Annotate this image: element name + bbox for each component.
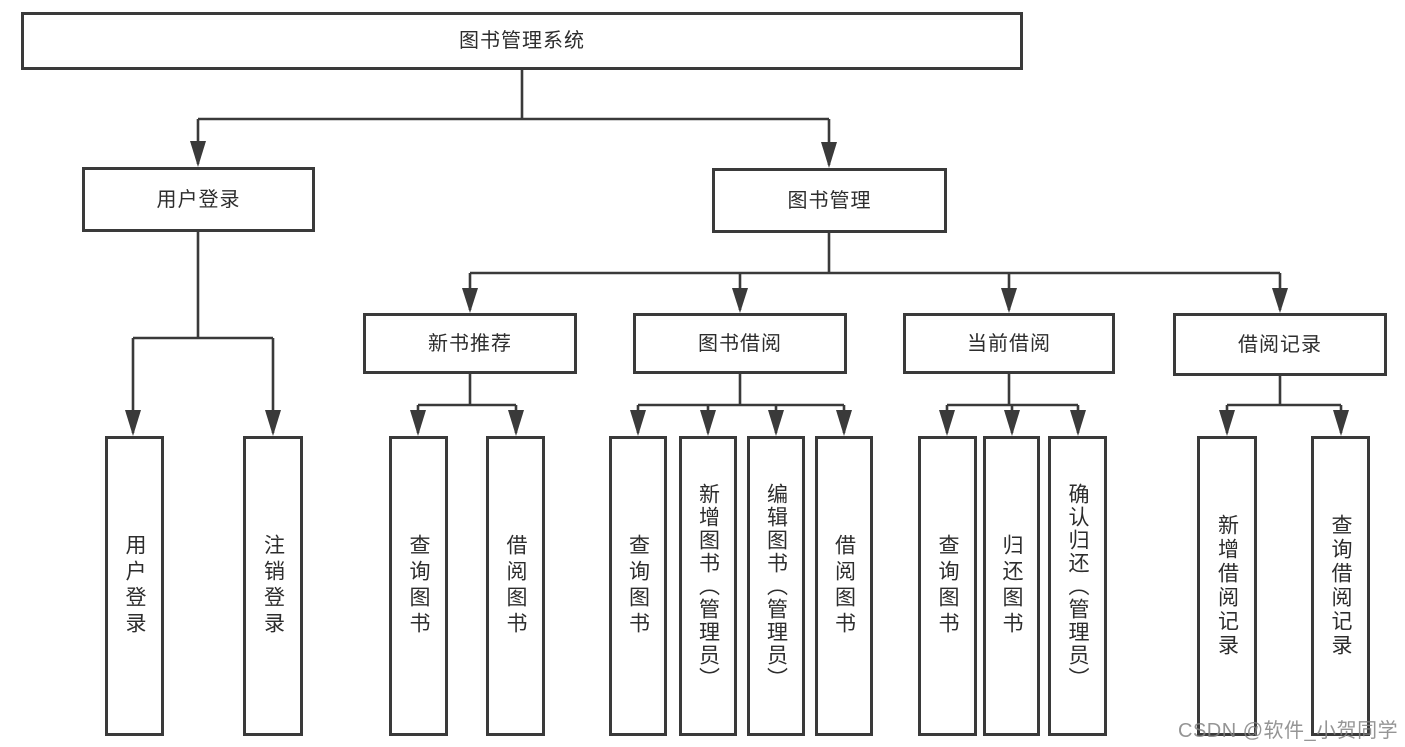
leaf-borrow-books-1: 借阅图书 [486,436,545,736]
node-book-management-branch: 图书管理 [712,168,947,233]
csdn-watermark: CSDN @软件_小贺同学 [1178,720,1399,742]
node-borrowing-records: 借阅记录 [1173,313,1387,376]
leaf-confirm-return-admin: 确认归还（管理员） [1048,436,1107,736]
node-new-book-recommendation: 新书推荐 [363,313,577,374]
leaf-user-login: 用户登录 [105,436,164,736]
leaf-edit-books-admin: 编辑图书（管理员） [747,436,805,736]
node-current-borrowing: 当前借阅 [903,313,1115,374]
node-library-management-system: 图书管理系统 [21,12,1023,70]
node-user-login-branch: 用户登录 [82,167,315,232]
node-book-borrowing: 图书借阅 [633,313,847,374]
leaf-add-borrowing-record: 新增借阅记录 [1197,436,1257,736]
leaf-add-books-admin: 新增图书（管理员） [679,436,737,736]
leaf-query-books-3: 查询图书 [918,436,977,736]
leaf-query-books-2: 查询图书 [609,436,667,736]
leaf-borrow-books-2: 借阅图书 [815,436,873,736]
leaf-logout: 注销登录 [243,436,303,736]
leaf-return-books: 归还图书 [983,436,1040,736]
arrowheads [125,141,1349,436]
leaf-query-borrowing-record: 查询借阅记录 [1311,436,1370,736]
leaf-query-books-1: 查询图书 [389,436,448,736]
